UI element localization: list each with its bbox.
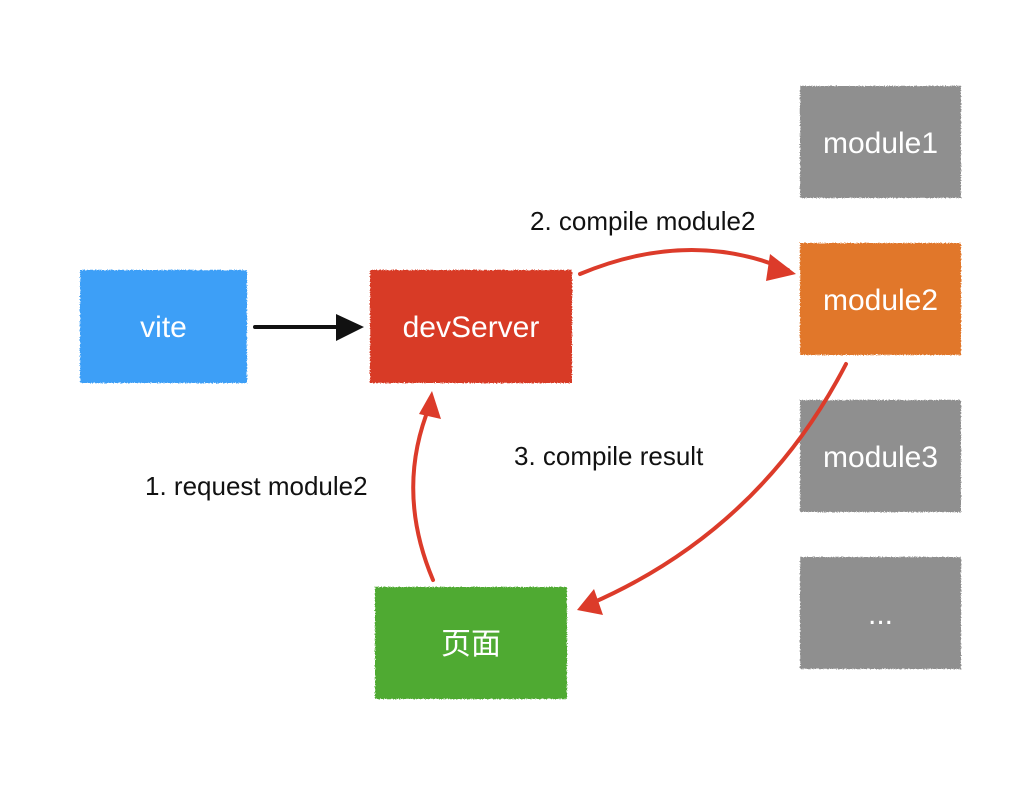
node-module3-box xyxy=(800,400,961,512)
node-module2: module2 xyxy=(800,243,961,355)
node-ellipsis-label: ... xyxy=(868,598,893,631)
node-vite-label: vite xyxy=(140,311,187,344)
edge-label-result: 3. compile result xyxy=(514,441,704,471)
node-devserver-label: devServer xyxy=(403,311,540,344)
edge-result-line xyxy=(588,362,848,606)
node-ellipsis-box xyxy=(800,557,961,669)
edge-result-arrowhead xyxy=(577,589,603,615)
node-module1-box xyxy=(800,86,961,198)
node-devserver: devServer xyxy=(370,270,572,383)
edge-vite-to-devserver xyxy=(253,314,364,341)
edge-request-line xyxy=(411,403,435,582)
node-page: 页面 xyxy=(375,587,567,699)
edge-label-compile: 2. compile module2 xyxy=(530,206,755,236)
edge-module2-to-page xyxy=(577,362,848,615)
edge-devserver-to-module2 xyxy=(578,247,796,281)
edge-label-request: 1. request module2 xyxy=(145,471,368,501)
node-module3-label: module3 xyxy=(823,441,938,474)
node-module2-box xyxy=(800,243,961,355)
node-devserver-box xyxy=(370,270,572,383)
edge-vite-to-devserver-arrowhead xyxy=(336,314,364,341)
edge-page-to-devserver xyxy=(411,391,441,582)
node-module3: module3 xyxy=(800,400,961,512)
edge-request-arrowhead xyxy=(419,391,441,419)
node-module1: module1 xyxy=(800,86,961,198)
node-page-label: 页面 xyxy=(441,628,501,661)
node-ellipsis: ... xyxy=(800,557,961,669)
node-module2-label: module2 xyxy=(823,284,938,317)
node-vite-box xyxy=(80,270,247,383)
edge-compile-arrowhead xyxy=(766,254,796,281)
node-page-box xyxy=(375,587,567,699)
edge-compile-line xyxy=(578,247,790,276)
node-vite: vite xyxy=(80,270,247,383)
node-module1-label: module1 xyxy=(823,127,938,160)
